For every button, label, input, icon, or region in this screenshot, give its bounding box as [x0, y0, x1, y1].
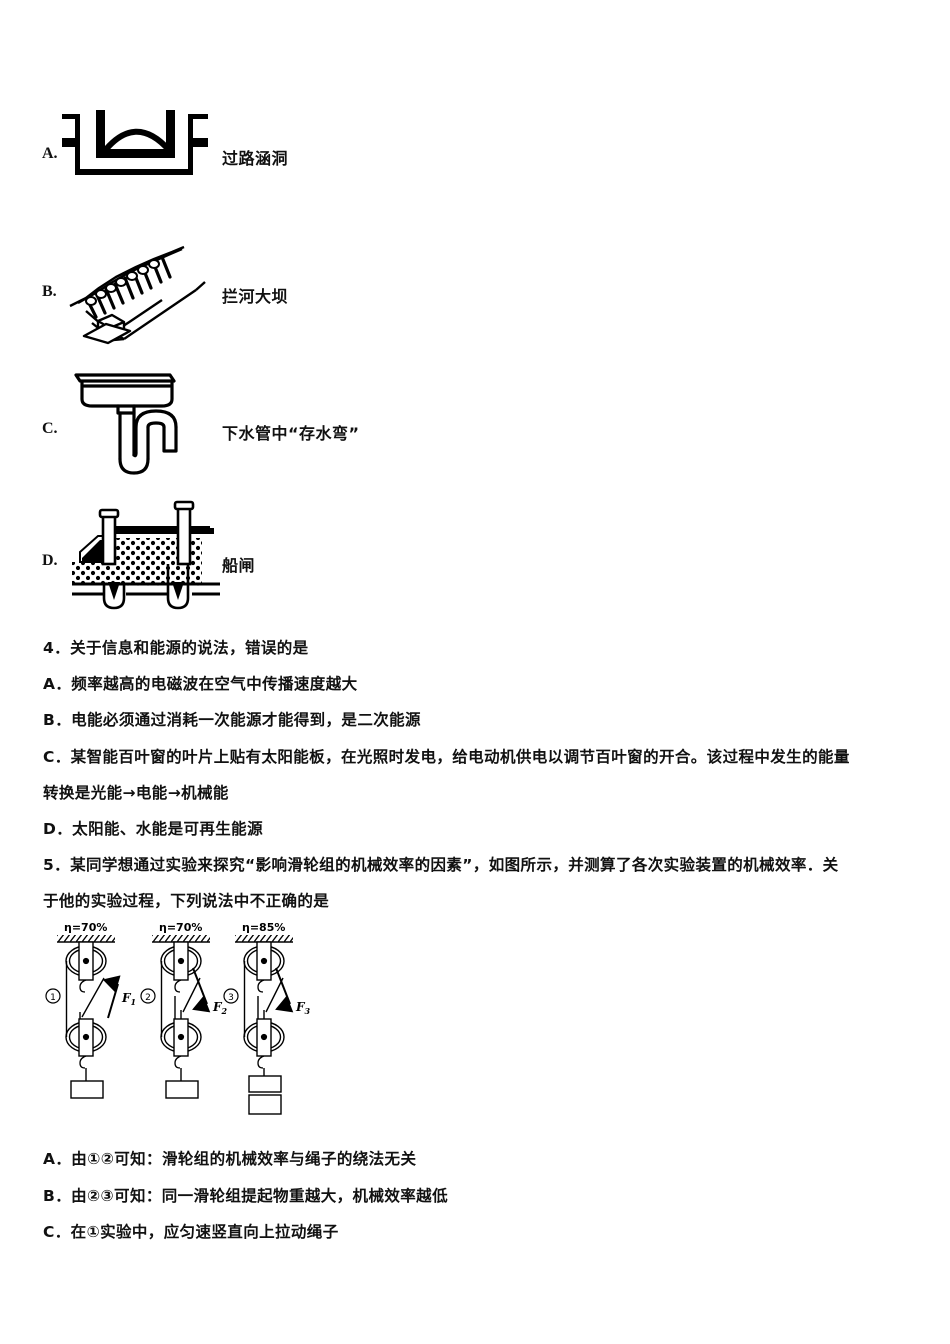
efficiency-label-3: η=85% [242, 921, 285, 934]
force-label-3: F3 [295, 1000, 311, 1016]
ship-lock-figure [70, 500, 230, 610]
system-index-1: 1 [50, 993, 56, 1003]
option-letter-c-figure: C. [42, 420, 58, 437]
culvert-figure [62, 98, 212, 188]
force-label-1: F1 [121, 991, 136, 1007]
option-caption-b: 拦河大坝 [222, 287, 289, 306]
option-caption-d: 船闸 [222, 556, 256, 575]
question-4-option-a: A．频率越高的电磁波在空气中传播速度越大 [43, 675, 358, 693]
weight-3-2 [248, 1094, 282, 1115]
question-5-stem-line2: 于他的实验过程，下列说法中不正确的是 [43, 892, 330, 910]
option-letter-a-figure: A. [42, 145, 58, 162]
efficiency-label-1: η=70% [64, 921, 107, 934]
option-caption-a: 过路涵洞 [222, 149, 289, 168]
question-4-option-b: B．电能必须通过消耗一次能源才能得到，是二次能源 [43, 711, 421, 729]
weight-1-1 [70, 1080, 104, 1099]
option-letter-d-figure: D. [42, 552, 58, 569]
option-caption-c: 下水管中“存水弯” [222, 424, 360, 443]
question-5-option-c: C．在①实验中，应匀速竖直向上拉动绳子 [43, 1223, 339, 1241]
question-4-option-c: C．某智能百叶窗的叶片上贴有太阳能板，在光照时发电，给电动机供电以调节百叶窗的开… [43, 748, 850, 766]
pulley-systems-figure: η=70% 1 [45, 918, 336, 1118]
pulley-system-2: η=70% 2 [140, 921, 228, 1099]
system-index-2: 2 [145, 993, 151, 1003]
question-4-stem: 4．关于信息和能源的说法，错误的是 [43, 639, 309, 657]
pulley-system-1: η=70% 1 [45, 921, 136, 1099]
question-5-stem-line1: 5．某同学想通过实验来探究“影响滑轮组的机械效率的因素”，如图所示，并测算了各次… [43, 856, 839, 874]
efficiency-label-2: η=70% [159, 921, 202, 934]
dam-figure [64, 243, 209, 345]
sink-trap-figure [70, 365, 230, 475]
force-label-2: F2 [212, 1000, 228, 1016]
question-5-option-a: A．由①②可知：滑轮组的机械效率与绳子的绕法无关 [43, 1150, 417, 1168]
option-letter-b-figure: B. [42, 283, 57, 300]
system-index-3: 3 [228, 993, 234, 1003]
weight-3-1 [248, 1075, 282, 1093]
weight-2-1 [165, 1080, 199, 1099]
pulley-system-3: η=85% 3 [223, 921, 311, 1115]
question-4-option-c-cont: 转换是光能→电能→机械能 [43, 784, 229, 802]
question-5-option-b: B．由②③可知：同一滑轮组提起物重越大，机械效率越低 [43, 1187, 448, 1205]
question-4-option-d: D．太阳能、水能是可再生能源 [43, 820, 263, 838]
